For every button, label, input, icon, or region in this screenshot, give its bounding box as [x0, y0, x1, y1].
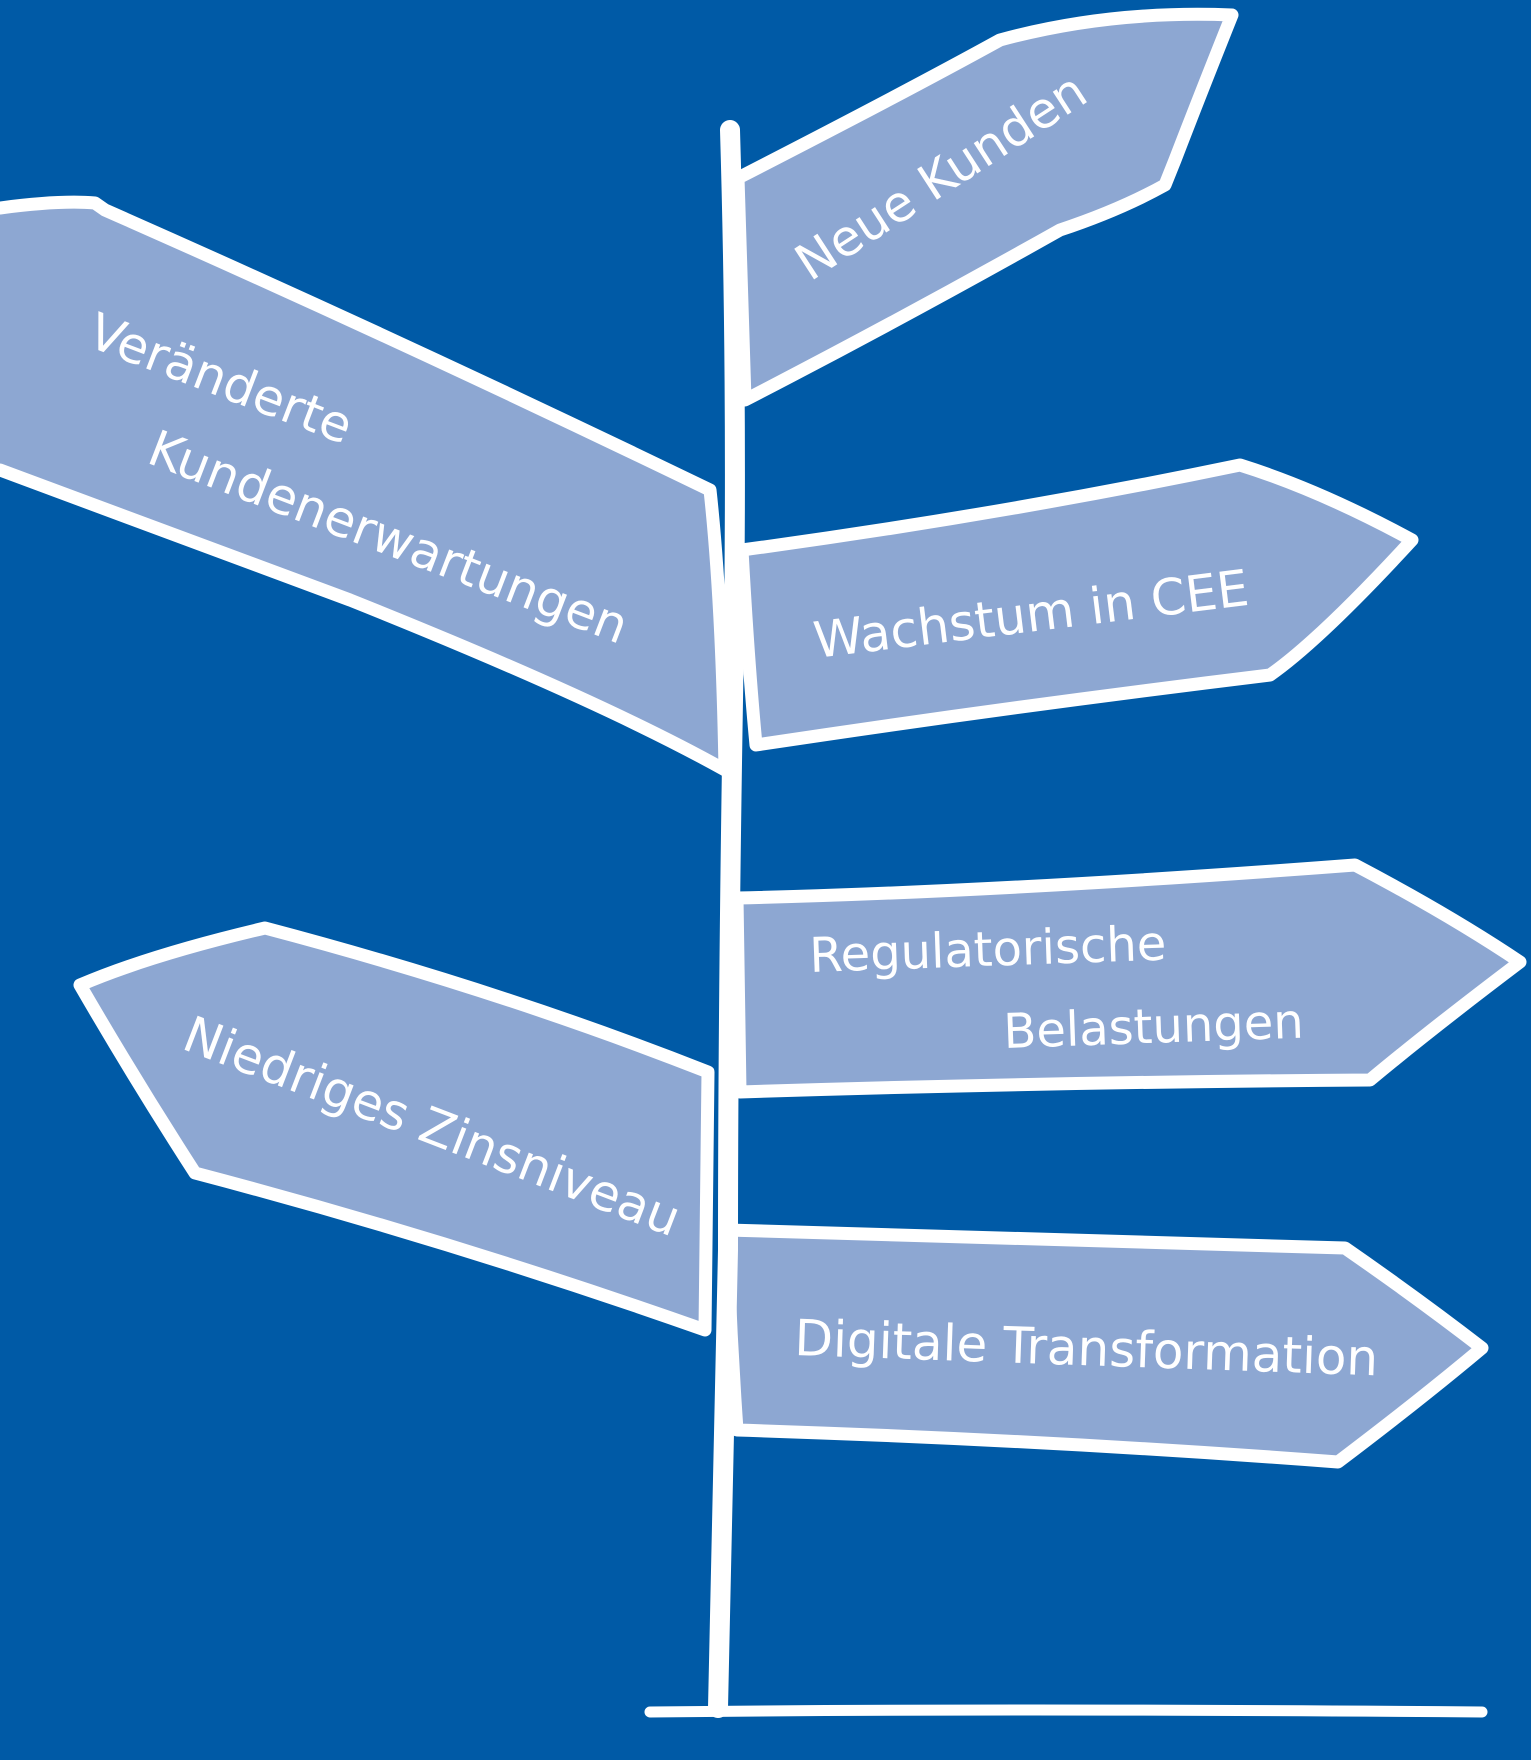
sign-niedriges-zinsniveau [73, 921, 715, 1337]
sign-wachstum-in-cee [735, 458, 1419, 752]
sign-neue-kunden [731, 7, 1239, 407]
sign-veraenderte-kundenerwartungen [0, 195, 732, 777]
sign-regulatorische-belastungen [730, 858, 1527, 1099]
label-regulatorische-line1: Regulatorische [808, 916, 1167, 984]
label-regulatorische-line2: Belastungen [1002, 994, 1304, 1060]
ground-line [644, 1704, 1488, 1718]
sign-digitale-transformation [720, 1223, 1489, 1469]
signpost-pole [708, 120, 745, 1718]
